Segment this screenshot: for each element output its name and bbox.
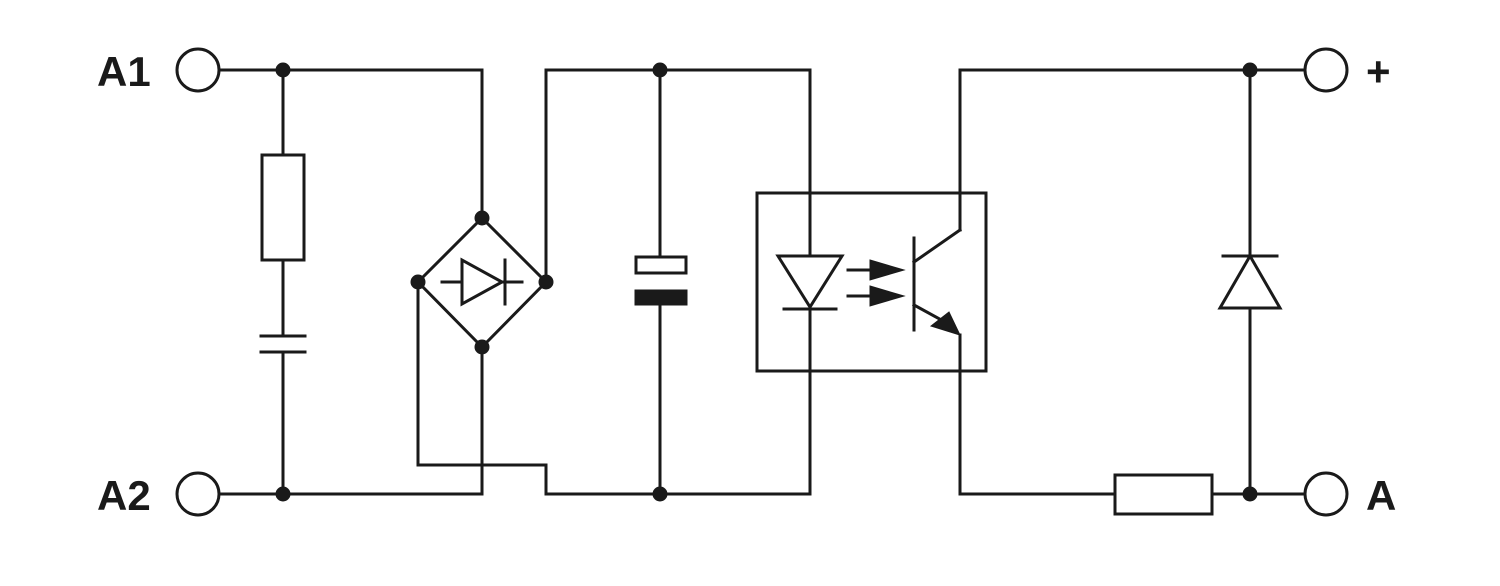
terminal-plus[interactable] <box>1303 47 1349 93</box>
optocoupler-led <box>775 254 845 311</box>
bridge-rectifier <box>415 215 549 350</box>
junction-dot <box>1242 486 1258 502</box>
terminal-a1-label: A1 <box>97 48 151 95</box>
optocoupler-box <box>755 191 988 373</box>
terminal-a2-label: A2 <box>97 472 151 519</box>
freewheel-diode <box>1217 252 1283 310</box>
terminal-plus-label: + <box>1366 48 1391 95</box>
junction-dots <box>275 62 1258 502</box>
junction-dot <box>474 339 490 355</box>
junction-dot <box>275 486 291 502</box>
output-resistor <box>1113 473 1214 516</box>
terminal-a-label: A <box>1366 472 1396 519</box>
input-resistor <box>260 153 306 262</box>
phototransistor <box>911 227 963 336</box>
junction-dot <box>652 486 668 502</box>
junction-dot <box>1242 62 1258 78</box>
input-capacitor <box>259 334 307 354</box>
terminal-a1[interactable] <box>175 47 221 93</box>
electrolytic-capacitor <box>634 255 688 306</box>
terminal-a[interactable] <box>1303 471 1349 517</box>
terminal-a2[interactable] <box>175 471 221 517</box>
junction-dot <box>474 210 490 226</box>
junction-dot <box>538 274 554 290</box>
junction-dot <box>652 62 668 78</box>
junction-dot <box>410 274 426 290</box>
input-wiring <box>217 68 812 496</box>
junction-dot <box>275 62 291 78</box>
light-arrows <box>846 259 906 307</box>
